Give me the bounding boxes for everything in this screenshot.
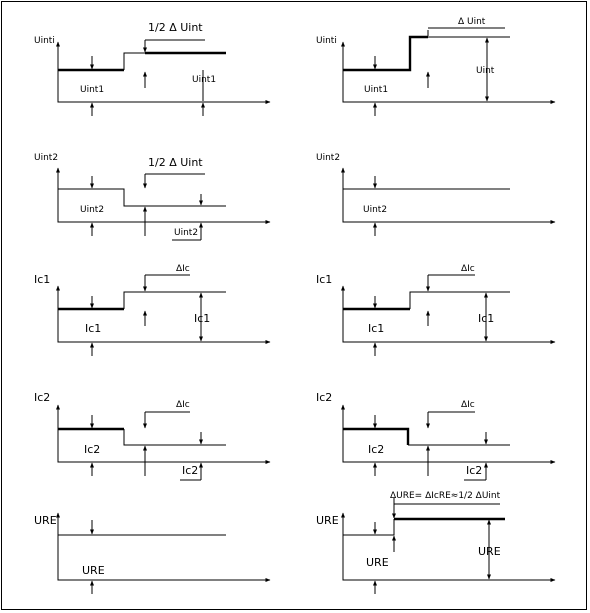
delta-label: ΔIc: [176, 264, 190, 274]
axes: [341, 404, 556, 464]
axis-label: URE: [34, 514, 57, 527]
level-label: Uint2: [80, 205, 104, 215]
level-label: Ic1: [368, 322, 384, 335]
panel-ic1-left: Ic1 ΔIc Ic1 Ic1: [34, 264, 271, 356]
signal-high: [409, 291, 510, 309]
panel-ure-left: URE URE: [34, 512, 271, 594]
axes: [56, 167, 271, 224]
delta-label: 1/2 Δ Uint: [148, 21, 203, 34]
axes: [56, 404, 271, 464]
panel-ure-right: URE ΔURE= ΔIcRE≈1/2 ΔUint URE URE: [316, 491, 556, 594]
level-label: URE: [82, 564, 105, 577]
delta-label: ΔIc: [461, 400, 475, 410]
level-label: Ic1: [85, 322, 101, 335]
signal-low: [343, 35, 428, 72]
signal: [58, 188, 226, 207]
axes: [341, 41, 556, 104]
right-label: Ic2: [182, 464, 198, 477]
level-label: URE: [366, 556, 389, 569]
right-label: Uint2: [174, 228, 198, 238]
level-label: Uint1: [80, 85, 104, 95]
level-label: Uint1: [364, 85, 388, 95]
signal-step: [123, 52, 145, 70]
signal-high: [123, 291, 226, 309]
axis-label: Uint2: [34, 153, 58, 163]
level-label: Ic2: [368, 443, 384, 456]
axis-label: Ic2: [34, 391, 50, 404]
delta-label: ΔIc: [176, 400, 190, 410]
signal-low: [123, 429, 226, 446]
axis-label: Ic2: [316, 391, 332, 404]
level-label: Ic2: [84, 443, 100, 456]
panel-uint2-right: Uint2 Uint2: [316, 153, 556, 236]
panel-ic2-right: Ic2 ΔIc Ic2 Ic2: [316, 391, 556, 481]
axis-label: URE: [316, 514, 339, 527]
delta-label: Δ Uint: [458, 17, 486, 27]
panel-ic1-right: Ic1 ΔIc Ic1 Ic1: [316, 264, 556, 356]
right-label: Ic1: [478, 312, 494, 325]
delta-label: ΔURE= ΔIcRE≈1/2 ΔUint: [390, 491, 501, 501]
right-label: URE: [478, 545, 501, 558]
axis-label: Uinti: [316, 36, 337, 46]
axis-label: Ic1: [34, 273, 50, 286]
right-label: Uint1: [192, 75, 216, 85]
panel-uint1-right: Uinti Δ Uint Uint1 Uint: [316, 17, 556, 116]
signal-low: [343, 519, 395, 536]
axis-label: Uinti: [34, 36, 55, 46]
right-label: Ic1: [194, 312, 210, 325]
panel-uint1-left: Uinti 1/2 Δ Uint Uint1 Uint1: [34, 21, 271, 116]
panel-uint2-left: Uint2 1/2 Δ Uint Uint2 Uint2: [34, 153, 271, 241]
delta-label: ΔIc: [461, 264, 475, 274]
delta-label: 1/2 Δ Uint: [148, 156, 203, 169]
axis-label: Uint2: [316, 153, 340, 163]
signal-high: [343, 427, 410, 445]
right-label: Uint: [476, 66, 495, 76]
level-label: Uint2: [363, 205, 387, 215]
right-label: Ic2: [466, 464, 482, 477]
axis-label: Ic1: [316, 273, 332, 286]
axes: [341, 167, 556, 224]
panel-ic2-left: Ic2 ΔIc Ic2 Ic2: [34, 391, 271, 481]
axes: [341, 285, 556, 344]
axes: [56, 285, 271, 344]
axes: [56, 41, 271, 104]
